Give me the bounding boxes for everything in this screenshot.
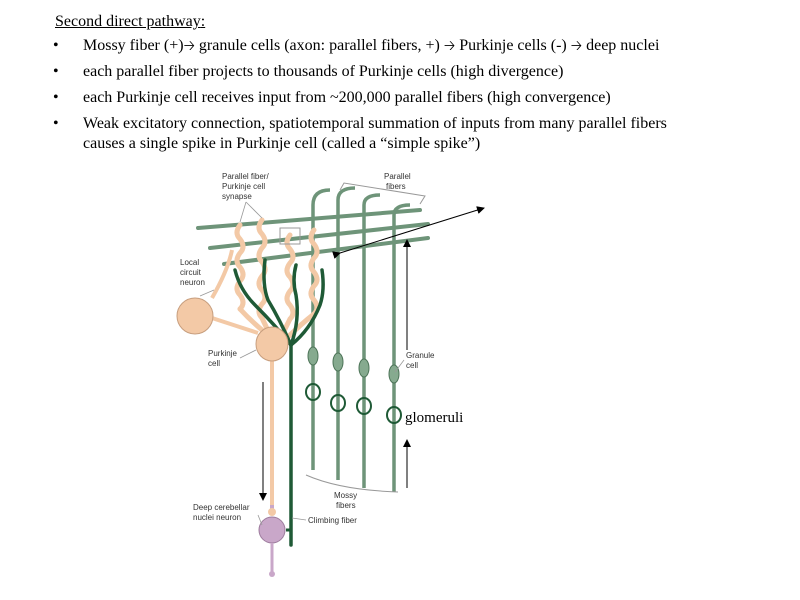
purkinje-soma	[255, 326, 289, 362]
purkinje-terminal	[268, 508, 276, 516]
purkinje-cell	[255, 326, 289, 505]
arrow-right-icon: 🡢	[183, 38, 195, 54]
deep-nuclei-neuron	[258, 505, 291, 577]
local-neuron-axon	[211, 316, 259, 335]
glomerulus	[356, 397, 372, 407]
summation-line2: causes a single spike in Purkinje cell (…	[83, 135, 481, 152]
local-neuron-dendrite	[210, 249, 234, 299]
climbing-fiber	[233, 258, 325, 547]
climbing-branch	[289, 263, 299, 347]
glomerulus	[386, 406, 402, 416]
local-neuron-label-line1: Local	[180, 258, 199, 267]
granule-somata	[307, 346, 400, 384]
synapse-label-line2: Purkinje cell	[222, 182, 265, 191]
dendrite-coil	[234, 222, 246, 312]
glomerulus	[330, 402, 346, 412]
granule-t-branch	[362, 193, 381, 206]
dendrite-trunk	[237, 306, 265, 333]
heading-text: Second direct pathway	[55, 13, 201, 30]
deep-neuron-terminal	[269, 571, 275, 577]
divergence-arrow	[332, 206, 485, 259]
arrow-right-icon: 🡢	[570, 38, 583, 54]
leader-line	[239, 349, 257, 359]
bullet-list: • Mossy fiber (+)🡢 granule cells (axon: …	[53, 36, 795, 154]
parallel-fibers-label-line1: Parallel	[384, 172, 411, 181]
diagram-labels: Parallel fiber/ Purkinje cell synapse Pa…	[180, 172, 435, 525]
granule-t-branch	[336, 186, 356, 201]
climbing-branch	[262, 258, 293, 347]
glomeruli-group	[305, 383, 402, 424]
pathway-purkinje: Purkinje cells (-)	[459, 37, 567, 54]
leader-lines	[199, 201, 405, 526]
leader-line	[291, 517, 307, 521]
mossy-fibers-label-line1: Mossy	[334, 491, 357, 500]
deep-neuron-soma	[258, 516, 286, 544]
synapse-highlight-box	[279, 227, 301, 245]
synapse-label-line1: Parallel fiber/	[222, 172, 269, 181]
parallel-fiber	[196, 208, 422, 230]
bullet-dot: •	[53, 115, 59, 132]
leader-line	[257, 514, 263, 526]
parallel-fibers-bracket	[339, 182, 426, 205]
parallel-fibers-label-line2: fibers	[386, 182, 406, 191]
bullet-dot: •	[53, 37, 59, 54]
leader-line	[245, 201, 263, 219]
granule-label-line1: Granule	[406, 351, 435, 360]
mossy-fibers-bracket	[305, 474, 399, 493]
deep-neuron-label-line2: nuclei neuron	[193, 513, 241, 522]
local-neuron-soma	[176, 297, 214, 335]
glomerulus	[305, 383, 321, 393]
leader-line	[239, 201, 247, 223]
annotation-arrows	[259, 206, 485, 501]
slide-heading: Second direct pathway:	[55, 12, 795, 32]
bullet-convergence: • each Purkinje cell receives input from…	[53, 88, 793, 108]
glomerulus	[305, 391, 321, 401]
dendrite-coil	[284, 232, 296, 322]
heading-colon: :	[200, 13, 206, 30]
leader-line	[199, 289, 215, 297]
pathway-granule: granule cells (axon: parallel fibers, +)	[198, 37, 440, 54]
dendrite-trunk	[284, 311, 317, 341]
brackets	[305, 182, 426, 493]
dendrite-coil	[308, 227, 320, 317]
local-circuit-neuron	[176, 249, 259, 335]
purkinje-label-line1: Purkinje	[208, 349, 237, 358]
glomerulus	[356, 405, 372, 415]
granule-t-branch	[311, 188, 331, 206]
bullet-divergence: • each parallel fiber projects to thousa…	[53, 62, 793, 82]
climbing-fiber-label: Climbing fiber	[308, 516, 357, 525]
pathway-deep-nuclei: deep nuclei	[586, 37, 660, 54]
granule-soma	[307, 346, 319, 366]
glomeruli-label: glomeruli	[405, 410, 463, 426]
glomerulus	[330, 394, 346, 404]
climbing-branch	[289, 268, 325, 347]
local-neuron-label-line3: neuron	[180, 278, 205, 287]
summation-line1: Weak excitatory connection, spatiotempor…	[83, 115, 667, 132]
bullet-dot: •	[53, 89, 59, 106]
deep-neuron-label-line1: Deep cerebellar	[193, 503, 250, 512]
granule-soma	[388, 364, 400, 384]
pathway-mossy: Mossy fiber (+)	[83, 37, 184, 54]
bullet-summation: • Weak excitatory connection, spatiotemp…	[53, 114, 793, 154]
leader-line	[394, 359, 405, 373]
granule-soma	[332, 352, 344, 372]
slide-text: Second direct pathway: • Mossy fiber (+)…	[53, 12, 795, 160]
arrow-right-icon: 🡢	[443, 38, 456, 54]
divergence-text: each parallel fiber projects to thousand…	[83, 63, 564, 80]
synapse-label-line3: synapse	[222, 192, 252, 201]
local-neuron-label-line2: circuit	[180, 268, 202, 277]
bullet-pathway: • Mossy fiber (+)🡢 granule cells (axon: …	[53, 36, 793, 56]
granule-label-line2: cell	[406, 361, 418, 370]
bullet-dot: •	[53, 63, 59, 80]
granule-soma	[358, 358, 370, 378]
purkinje-label-line2: cell	[208, 359, 220, 368]
mossy-fibers-label-line2: fibers	[336, 501, 356, 510]
purkinje-dendrites	[234, 217, 320, 341]
glomerulus	[386, 414, 402, 424]
convergence-text: each Purkinje cell receives input from ~…	[83, 89, 611, 106]
